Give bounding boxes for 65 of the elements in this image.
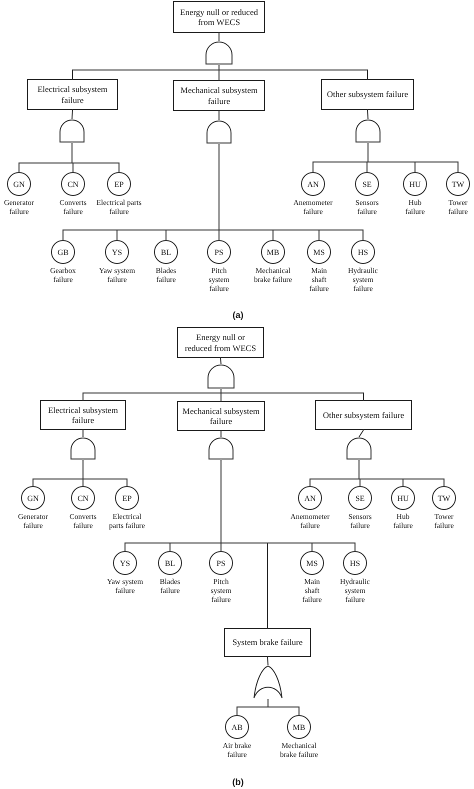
connector-line	[82, 460, 128, 486]
panel-label: (b)	[232, 777, 244, 787]
event-box: Electrical subsystem failure	[40, 400, 126, 430]
connector-line	[218, 110, 220, 120]
basic-event-circle: MS	[307, 240, 331, 264]
basic-event-circle: MB	[261, 240, 285, 264]
basic-event-circle: AN	[298, 486, 322, 510]
basic-event-circle: HS	[343, 551, 367, 575]
and-gate	[346, 437, 372, 460]
event-box: Energy null or reduced from WECS	[173, 1, 265, 33]
event-box: System brake failure	[224, 628, 311, 657]
connector-line	[358, 430, 364, 438]
connector-line	[368, 142, 458, 172]
basic-event-circle: PS	[207, 240, 231, 264]
and-gate	[207, 364, 235, 389]
connector-line	[220, 460, 356, 552]
connector-line	[72, 110, 73, 120]
event-box: Electrical subsystem failure	[27, 79, 118, 110]
basic-event-circle: SE	[355, 172, 379, 196]
connector-line	[267, 656, 268, 666]
basic-event-circle: TW	[446, 172, 470, 196]
basic-event-circle: GN	[21, 486, 45, 510]
basic-event-circle: EP	[115, 486, 139, 510]
and-gate	[208, 437, 234, 460]
basic-event-circle: SE	[348, 486, 372, 510]
basic-event-circle: GB	[51, 240, 75, 264]
event-box: Energy null or reduced from WECS	[177, 327, 264, 358]
basic-event-circle: TW	[432, 486, 456, 510]
connector-line	[82, 430, 84, 438]
connector-line	[220, 388, 364, 400]
basic-event-circle: PS	[209, 551, 233, 575]
basic-event-circle: BL	[158, 551, 182, 575]
event-box: Other subsystem failure	[315, 400, 412, 430]
connector-line	[218, 144, 364, 240]
event-box: Mechanical subsystem failure	[177, 401, 265, 431]
basic-event-circle: MB	[287, 715, 311, 739]
basic-event-circle: HS	[351, 240, 375, 264]
basic-event-circle: YS	[113, 551, 137, 575]
event-box: Other subsystem failure	[321, 79, 414, 110]
basic-event-circle: EP	[107, 172, 131, 196]
basic-event-circle: HU	[391, 486, 415, 510]
panel-label: (a)	[232, 310, 244, 320]
event-box: Mechanical subsystem failure	[173, 80, 265, 111]
connector-line	[72, 142, 120, 172]
basic-event-circle: AB	[225, 715, 249, 739]
connector-line	[268, 698, 300, 716]
or-gate	[253, 665, 283, 699]
basic-event-circle: CN	[61, 172, 85, 196]
and-gate	[206, 120, 232, 144]
basic-event-circle: AN	[301, 172, 325, 196]
connector-line	[218, 64, 368, 80]
connector-line	[220, 430, 222, 438]
basic-event-circle: YS	[105, 240, 129, 264]
connector-line	[220, 358, 222, 364]
and-gate	[70, 437, 96, 460]
and-gate	[59, 119, 85, 143]
connector-line	[367, 110, 368, 120]
and-gate	[205, 41, 233, 65]
basic-event-circle: HU	[403, 172, 427, 196]
basic-event-circle: CN	[71, 486, 95, 510]
basic-event-circle: BL	[154, 240, 178, 264]
connector-line	[218, 32, 220, 42]
basic-event-circle: GN	[7, 172, 31, 196]
and-gate	[355, 119, 381, 143]
basic-event-circle: MS	[300, 551, 324, 575]
